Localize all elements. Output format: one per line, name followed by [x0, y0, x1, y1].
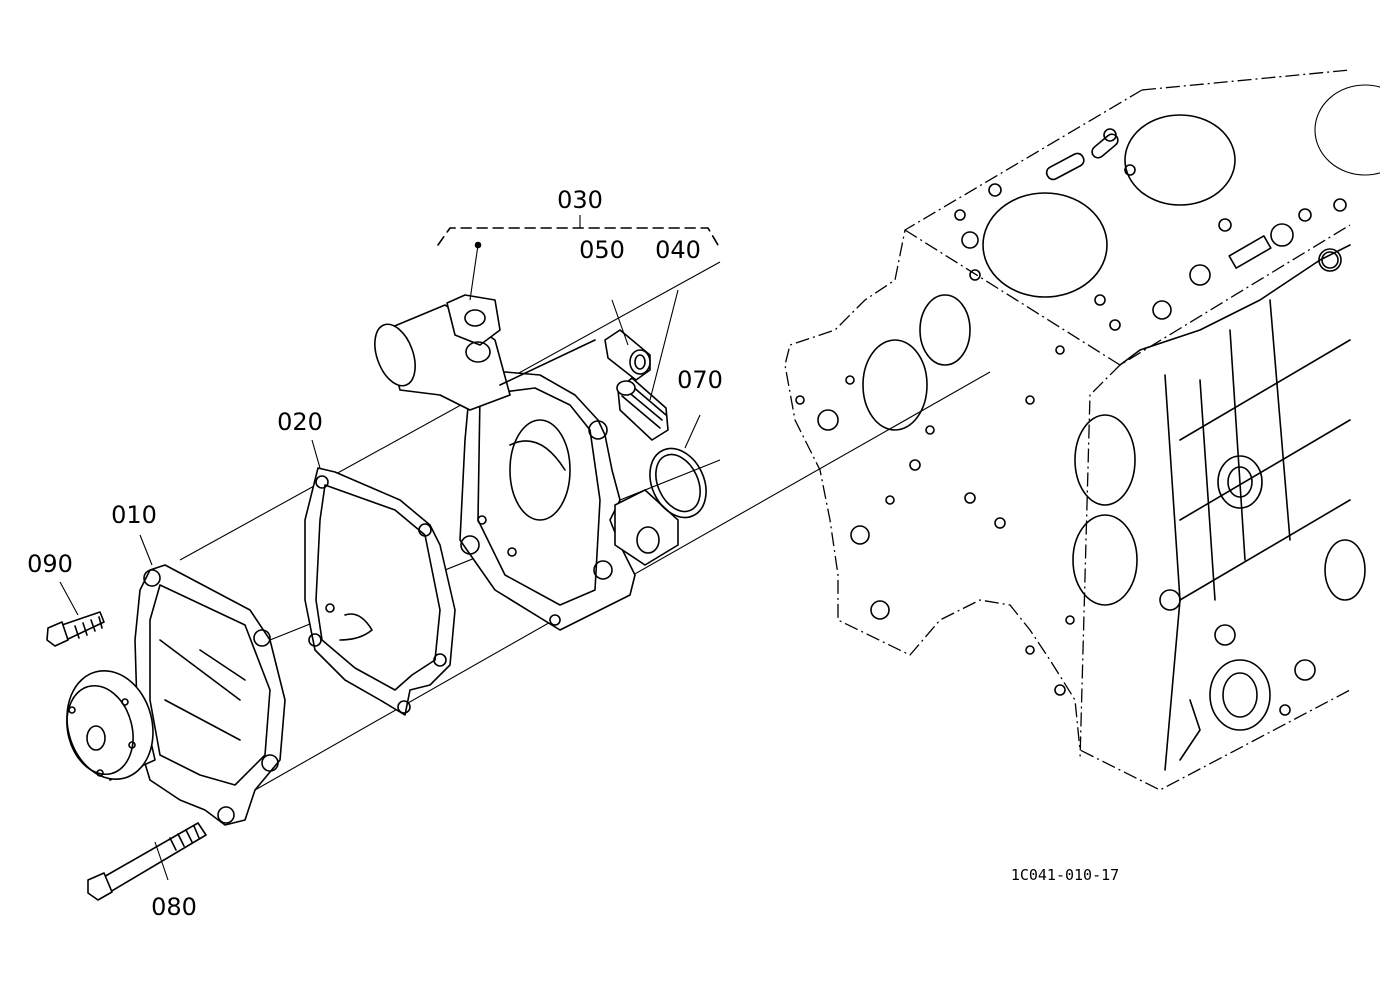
gasket-020	[304, 439, 456, 716]
callout-040: 040	[655, 236, 701, 264]
diagram-code: 1C041-010-17	[1011, 866, 1119, 884]
water-pump-010	[66, 534, 286, 826]
callout-020: 020	[277, 408, 323, 436]
callout-030: 030	[557, 186, 603, 214]
callout-070: 070	[677, 366, 723, 394]
water-pump-housing	[374, 241, 679, 631]
callout-090: 090	[27, 550, 73, 578]
o-ring-070	[649, 414, 707, 519]
engine-block	[784, 69, 1380, 791]
callout-080: 080	[151, 893, 197, 921]
fitting-040	[616, 289, 679, 441]
callout-050: 050	[579, 236, 625, 264]
pipe-050	[604, 299, 651, 381]
bolt-080	[87, 822, 207, 901]
assembly-bracket-030	[437, 215, 719, 246]
callout-010: 010	[111, 501, 157, 529]
bolt-090	[46, 581, 105, 647]
